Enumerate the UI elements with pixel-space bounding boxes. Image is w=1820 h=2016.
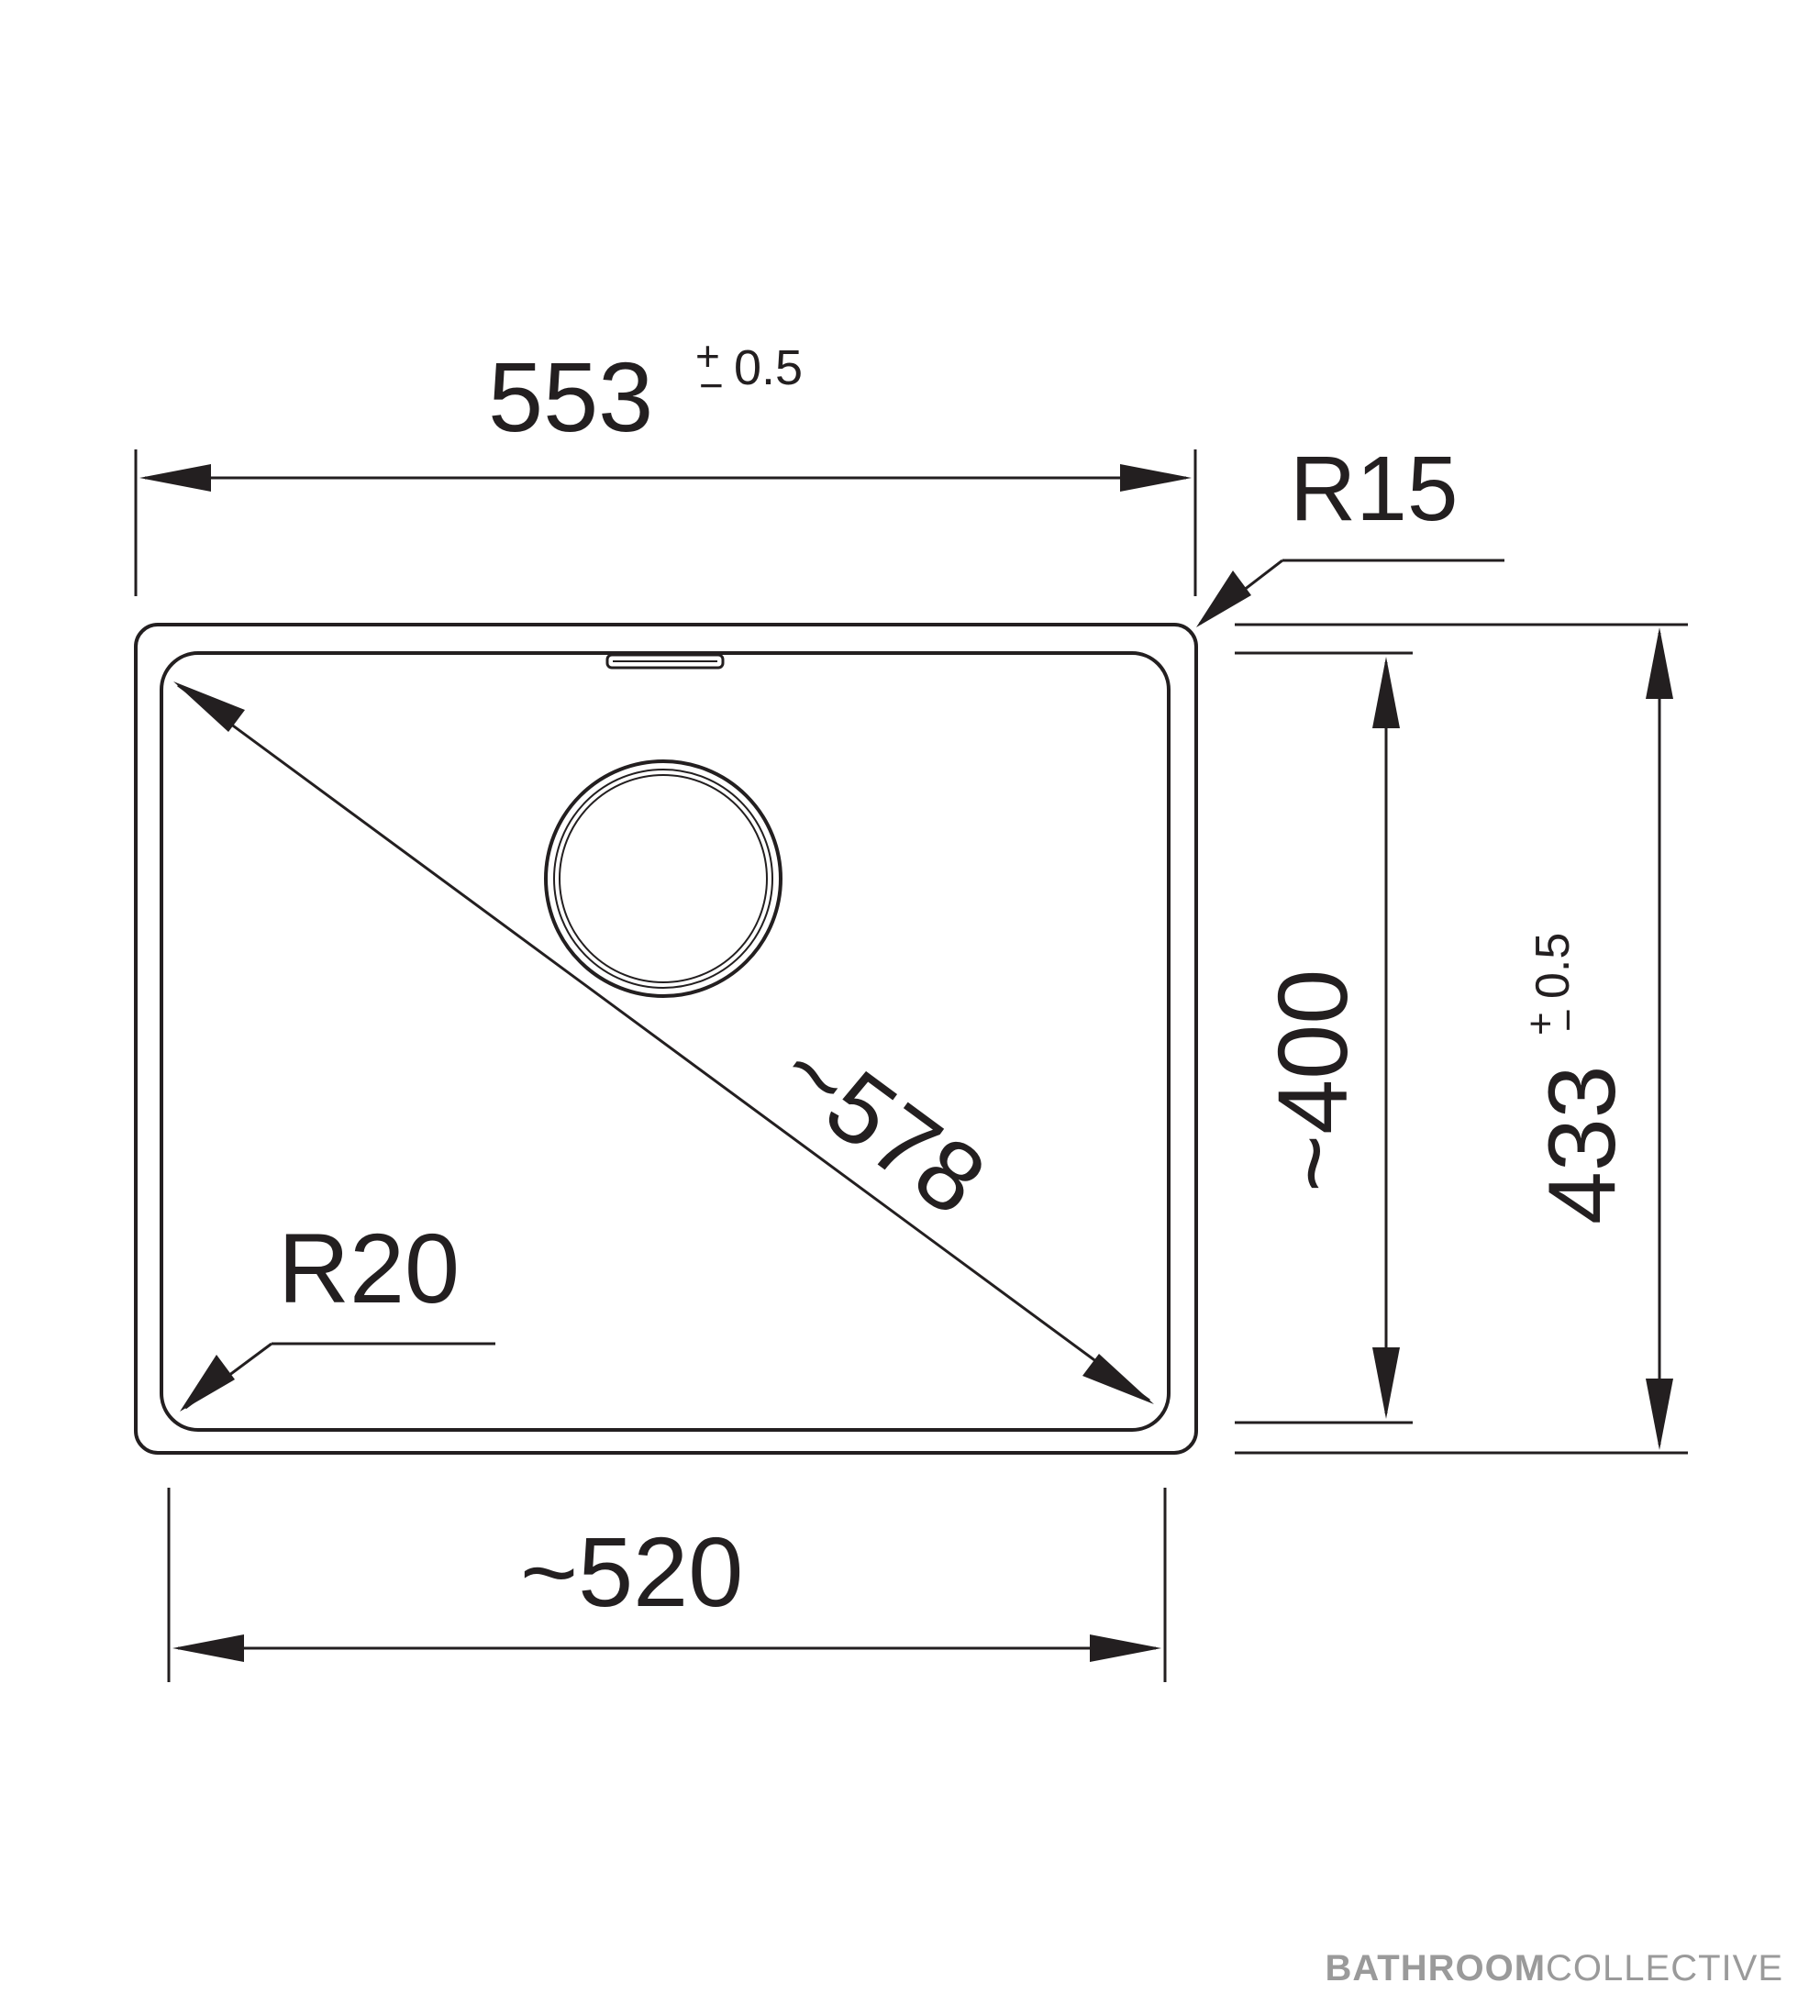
inner-width-dimension: ~520 [167,1488,1167,1682]
arrow-down [1646,1379,1673,1450]
overall-width-tolerance-minus: − [699,361,724,409]
overall-depth-tolerance-minus: − [1546,1008,1591,1032]
arrow-right [1090,1634,1161,1662]
arrow-corner [1196,570,1251,627]
drain [544,759,782,998]
arrow-down [1372,1347,1400,1419]
brand-logo: BATHROOMCOLLECTIVE [1325,1948,1783,1989]
arrow-bottom-right [1082,1354,1154,1404]
arrow-up [1372,657,1400,728]
inner-corner-radius-label: R20 [278,1213,460,1324]
overall-depth-value: 433 [1529,1065,1636,1224]
inner-corner-radius-callout: R20 [180,1213,495,1412]
arrow-corner [180,1355,235,1412]
overflow-slot [605,653,725,670]
inner-depth-dimension: ~400 [1235,651,1413,1424]
inner-width-label: ~520 [520,1516,743,1627]
arrow-right [1120,464,1192,492]
arrow-left [139,464,211,492]
outer-corner-radius-callout: R15 [1196,438,1504,627]
overall-width-tolerance: 0.5 [734,340,803,395]
overall-depth-tolerance: 0.5 [1526,933,1580,999]
overall-depth-dimension: 433 + − 0.5 [1235,623,1688,1455]
arrow-left [172,1634,244,1662]
arrow-top-left [173,681,245,732]
overall-depth-tolerance-plus: + [1518,1012,1563,1036]
overall-width-tolerance-plus: + [695,332,720,380]
brand-logo-regular: COLLECTIVE [1546,1948,1783,1988]
inner-depth-label: ~400 [1257,969,1368,1192]
outer-corner-radius-label: R15 [1290,438,1458,540]
inner-bowl [160,651,1171,1432]
brand-logo-bold: BATHROOM [1325,1948,1547,1988]
overall-width-value: 553 [488,341,653,452]
arrow-up [1646,627,1673,699]
overall-width-dimension: 553 + − 0.5 [134,332,1197,596]
outer-rim [134,623,1198,1455]
